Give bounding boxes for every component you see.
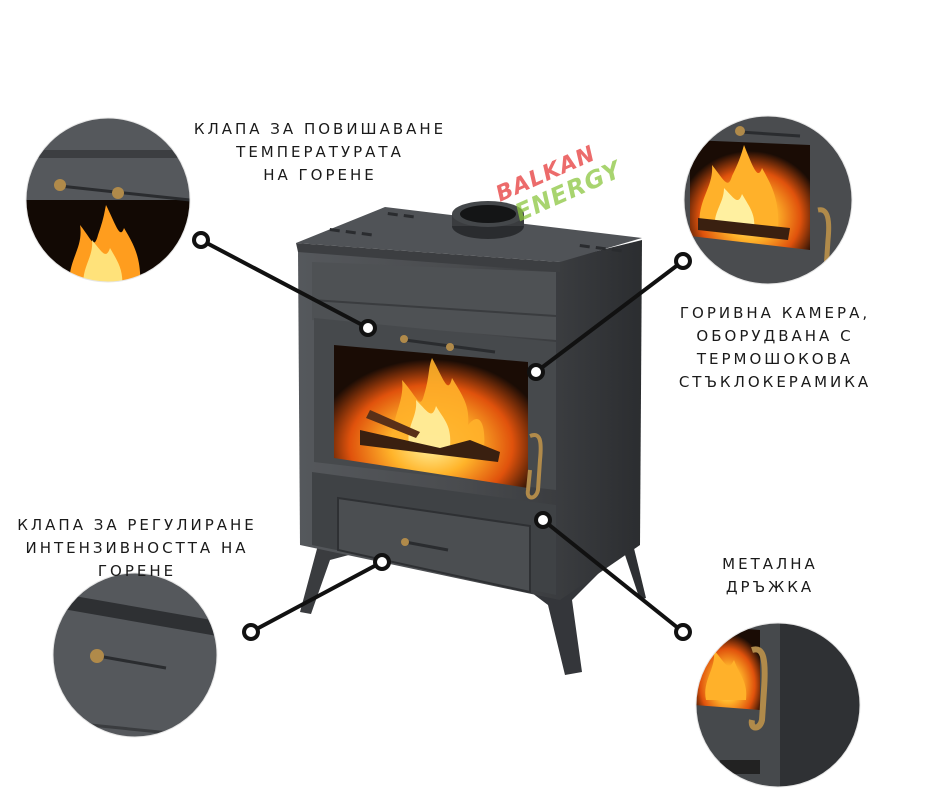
label-line: ГОРЕНЕ (97, 562, 177, 580)
label-line: ГОРИВНА КАМЕРА, (679, 304, 871, 322)
connector-dots (192, 231, 692, 641)
label-damper-temperature: КЛАПА ЗА ПОВИШАВАНЕ ТЕМПЕРАТУРАТА НА ГОР… (190, 118, 450, 187)
label-line: ТЕМПЕРАТУРАТА (236, 143, 404, 161)
label-line: СТЪКЛОКЕРАМИКА (678, 373, 872, 391)
detail-circle-upper-damper (26, 118, 190, 282)
label-line: ТЕРМОШОКОВА (696, 350, 854, 368)
detail-circle-chamber (684, 116, 852, 284)
detail-circle-lower-damper (53, 573, 217, 737)
label-line: КЛАПА ЗА РЕГУЛИРАНЕ (17, 516, 257, 534)
label-line: ДРЪЖКА (725, 578, 815, 596)
lower-damper (401, 538, 449, 552)
connectors (200, 238, 685, 634)
door-handle (525, 433, 543, 500)
flue-pipe (452, 201, 524, 239)
flames (360, 358, 500, 462)
label-damper-regulation: КЛАПА ЗА РЕГУЛИРАНЕ ИНТЕНЗИВНОСТТА НА ГО… (12, 514, 262, 583)
detail-circle-handle (696, 623, 860, 787)
label-line: МЕТАЛНА (722, 555, 818, 573)
upper-damper (400, 335, 496, 354)
label-line: ИНТЕНЗИВНОСТТА НА (25, 539, 249, 557)
stove (296, 201, 646, 675)
label-line: НА ГОРЕНЕ (263, 166, 377, 184)
label-metal-handle: МЕТАЛНА ДРЪЖКА (700, 553, 840, 599)
label-line: ОБОРУДВАНА С (696, 327, 854, 345)
label-combustion-chamber: ГОРИВНА КАМЕРА, ОБОРУДВАНА С ТЕРМОШОКОВА… (670, 302, 880, 394)
label-line: КЛАПА ЗА ПОВИШАВАНЕ (193, 120, 447, 138)
stove-side (560, 240, 642, 600)
